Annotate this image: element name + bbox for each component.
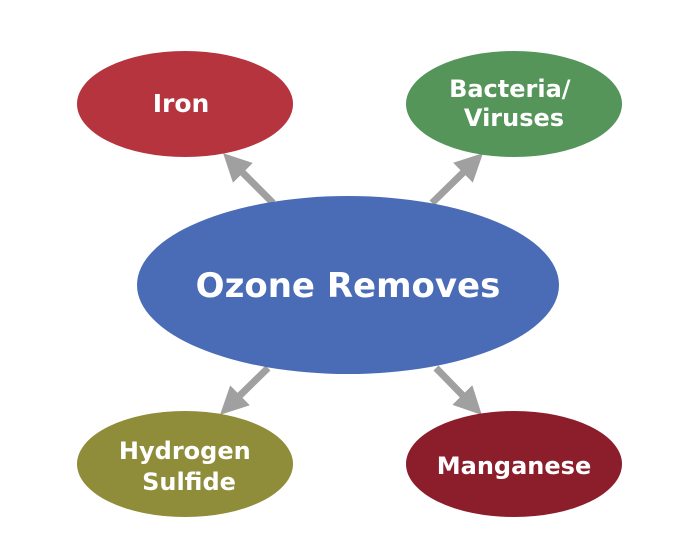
viruses-line: Viruses [464, 104, 564, 132]
manganese-label: Manganese [437, 452, 591, 480]
hydrogen-sulfide-ellipse [77, 411, 293, 517]
iron-label: Iron [153, 89, 210, 118]
manganese-node: Manganese [406, 411, 622, 517]
manganese-ellipse [406, 411, 622, 517]
bacteria-viruses-ellipse [406, 51, 622, 157]
sulfide-line: Sulfide [142, 468, 236, 496]
hydrogen-sulfide-node: Hydrogen Sulfide [77, 411, 293, 517]
iron-node: Iron [77, 51, 293, 157]
center-label: Ozone Removes [196, 266, 501, 306]
arrows [219, 153, 484, 416]
arrow-to-hydrogen-sulfide [219, 365, 271, 415]
iron-ellipse [77, 51, 293, 157]
bacteria-viruses-node: Bacteria/ Viruses [406, 51, 622, 157]
arrow-to-bacteria-viruses [429, 153, 484, 206]
arrow-to-iron [223, 153, 276, 206]
hydrogen-sulfide-label: Hydrogen Sulfide [119, 437, 259, 496]
center-node: Ozone Removes [137, 196, 559, 374]
hydrogen-line: Hydrogen [119, 437, 251, 465]
bacteria-viruses-label: Bacteria/ Viruses [449, 75, 579, 132]
center-ellipse [137, 196, 559, 374]
arrow-to-manganese [433, 365, 482, 416]
bacteria-line: Bacteria/ [449, 75, 571, 103]
